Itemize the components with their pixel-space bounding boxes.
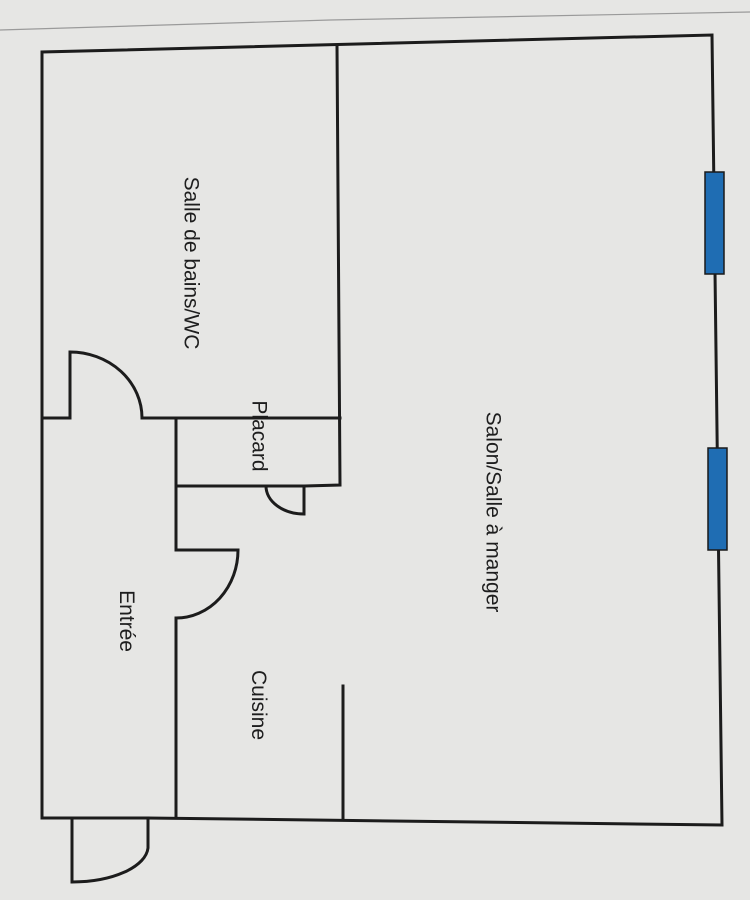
entry-label: Entrée <box>114 590 138 652</box>
exterior-wall <box>40 33 724 827</box>
living-room-label: Salon/Salle à manger <box>480 411 504 613</box>
bathroom-living-wall <box>304 43 342 488</box>
bathroom-door <box>68 350 144 419</box>
paper-edge-line <box>329 11 750 21</box>
window <box>707 447 728 551</box>
closet-label: Placard <box>247 400 271 472</box>
bathroom-label: Salle de bains/WC <box>178 176 202 350</box>
kitchen-label: Cuisine <box>247 669 271 741</box>
paper-edge-line <box>0 19 331 31</box>
kitchen-door <box>175 548 240 620</box>
entrance-door <box>70 816 150 884</box>
closet-door <box>264 484 306 516</box>
window <box>704 171 725 275</box>
